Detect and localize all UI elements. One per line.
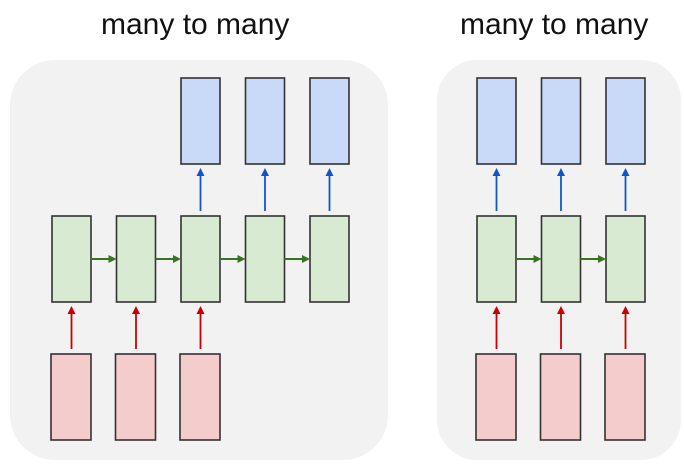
diagram-title-left: many to many: [101, 8, 290, 41]
hidden-state-box: [540, 215, 582, 303]
hidden-state-box: [51, 215, 92, 303]
output-box: [540, 77, 582, 165]
hidden-state-box: [180, 215, 221, 303]
hidden-state-box: [605, 215, 646, 303]
output-box: [180, 77, 221, 165]
input-box: [114, 353, 157, 441]
output-box: [244, 77, 286, 165]
input-box: [179, 353, 221, 441]
output-box: [476, 77, 517, 165]
output-box: [309, 77, 350, 165]
hidden-state-box: [476, 215, 517, 303]
output-box: [605, 77, 646, 165]
input-box: [604, 353, 646, 441]
hidden-state-box: [309, 215, 350, 303]
input-box: [539, 353, 582, 441]
hidden-state-box: [244, 215, 286, 303]
hidden-state-box: [115, 215, 157, 303]
input-box: [475, 353, 517, 441]
diagram-title-right: many to many: [460, 8, 649, 41]
input-box: [50, 353, 92, 441]
